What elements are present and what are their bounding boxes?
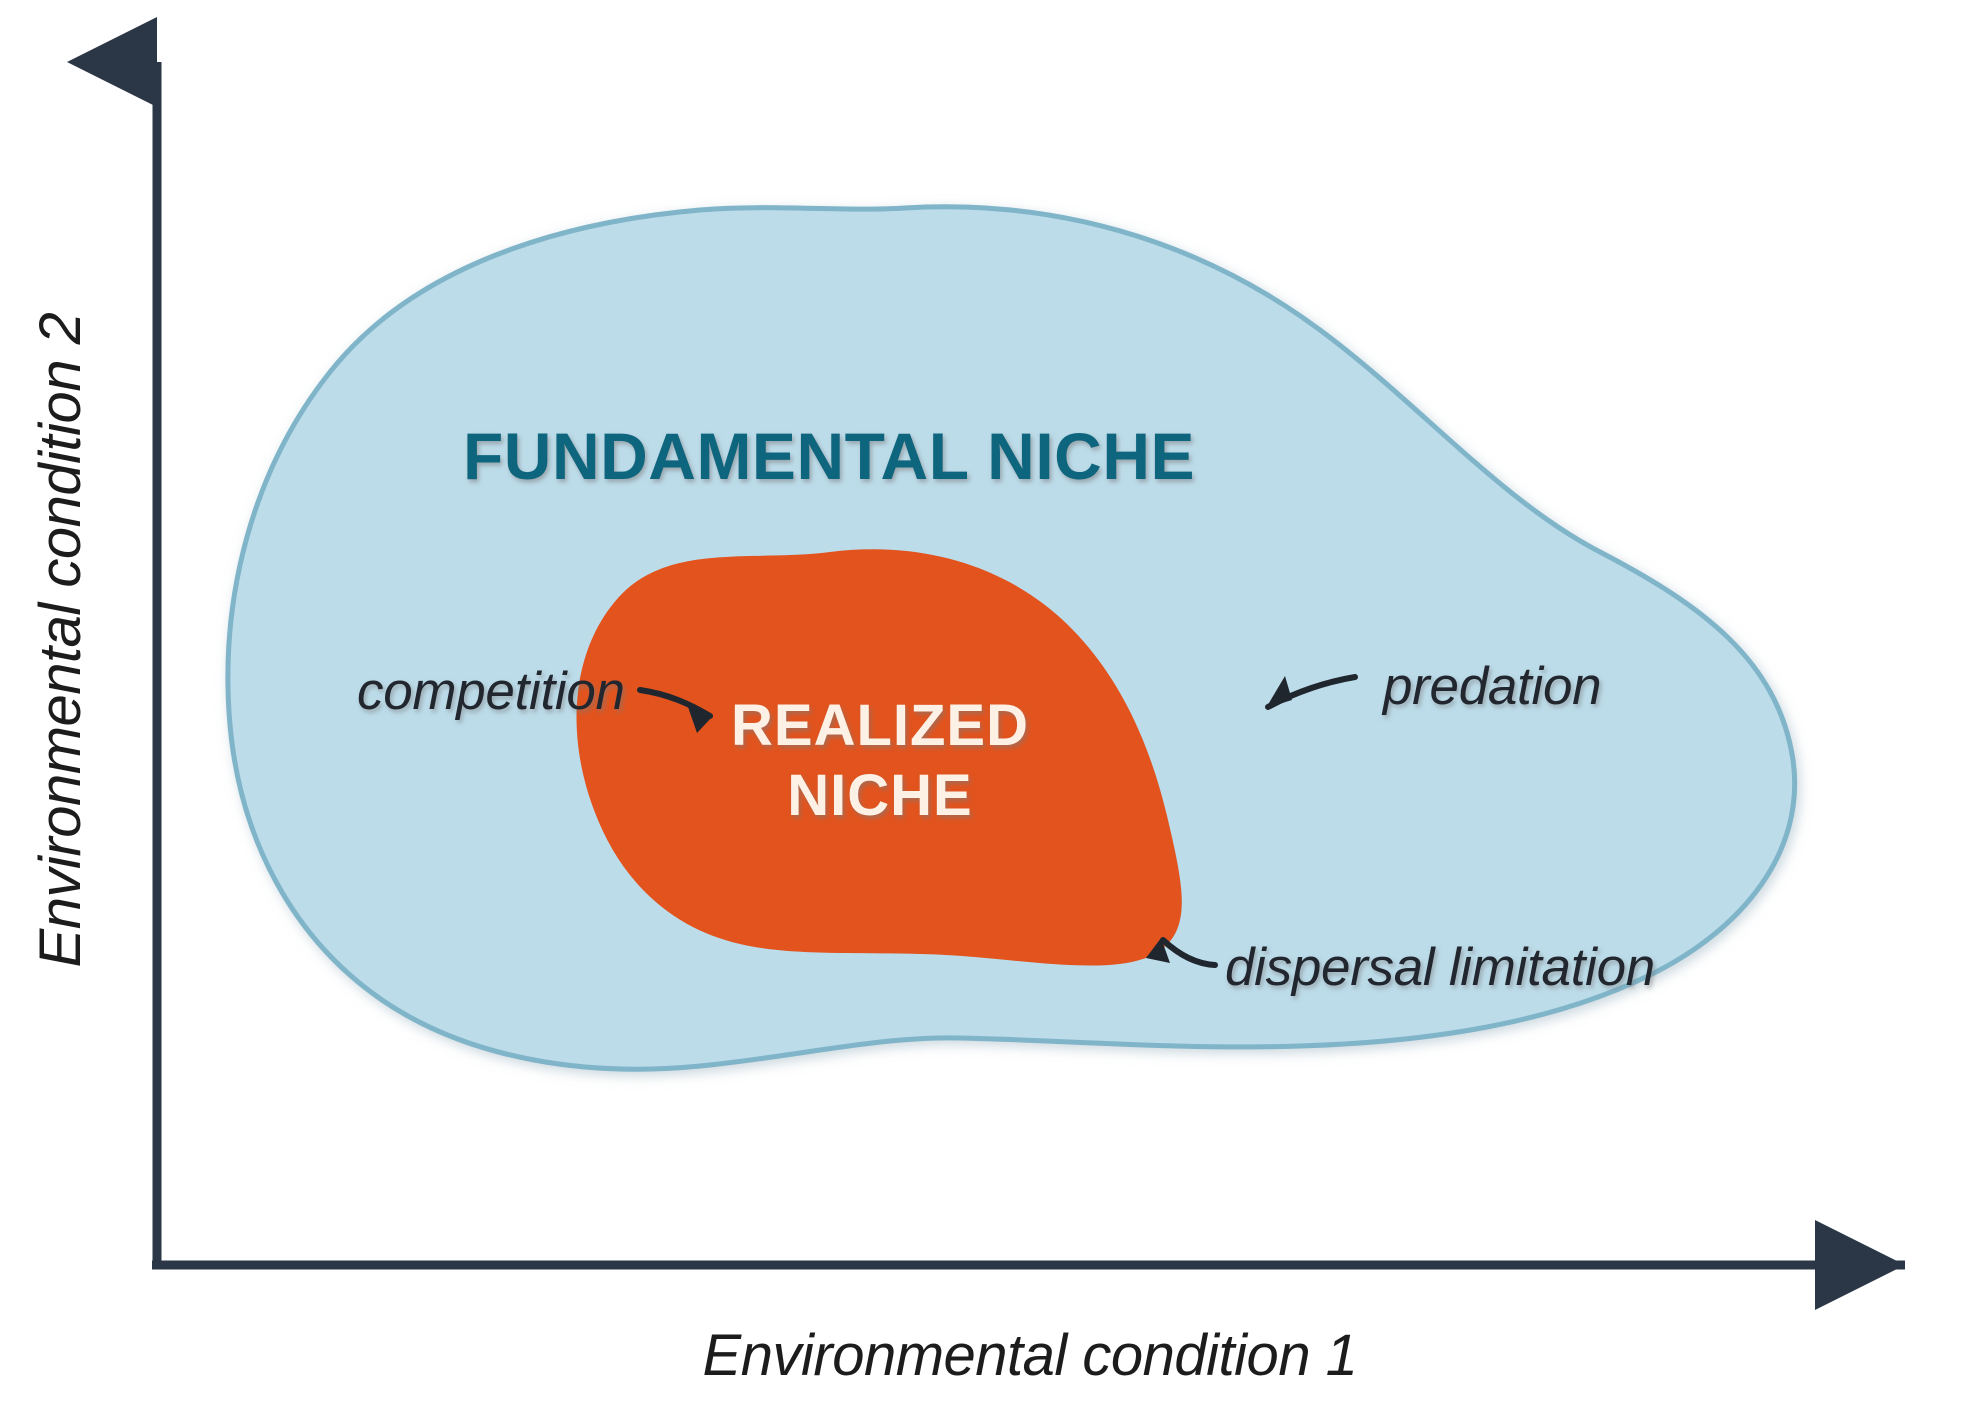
competition-label: competition bbox=[357, 662, 625, 721]
annotation-competition[interactable]: competition bbox=[357, 662, 713, 733]
realized-niche-label-line2: NICHE bbox=[787, 763, 972, 828]
y-axis-label: Environmental condition 2 bbox=[28, 312, 93, 967]
annotation-predation[interactable]: predation bbox=[1265, 657, 1602, 716]
predation-label: predation bbox=[1381, 657, 1601, 716]
realized-niche-shape[interactable] bbox=[576, 549, 1182, 966]
annotation-dispersal-limitation[interactable]: dispersal limitation bbox=[1146, 937, 1655, 997]
x-axis-label: Environmental condition 1 bbox=[703, 1323, 1358, 1388]
predation-arrow-icon bbox=[1265, 674, 1358, 710]
axes-group bbox=[67, 17, 1905, 1310]
fundamental-niche-label: FUNDAMENTAL NICHE bbox=[463, 419, 1195, 493]
dispersal-limitation-label: dispersal limitation bbox=[1225, 938, 1655, 997]
dispersal-limitation-arrow-icon bbox=[1146, 937, 1218, 968]
competition-arrow-icon bbox=[637, 687, 713, 733]
realized-niche-label-line1: REALIZED bbox=[731, 693, 1029, 758]
realized-niche-region[interactable]: REALIZED NICHE bbox=[576, 549, 1182, 966]
